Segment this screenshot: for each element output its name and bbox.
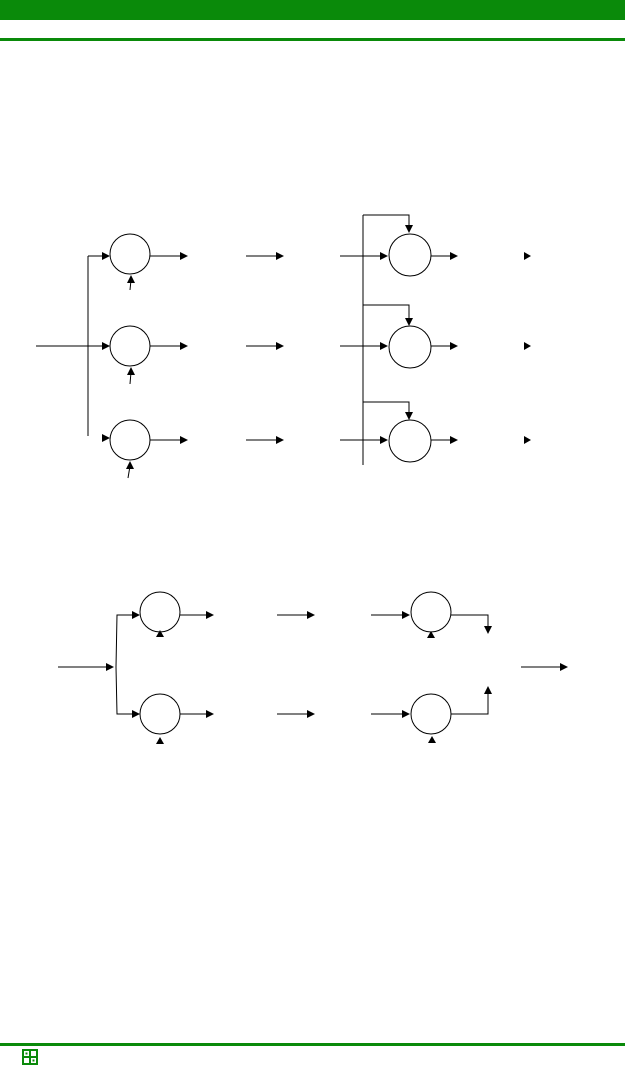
- arrowhead: [484, 686, 492, 694]
- arrowhead: [276, 252, 284, 260]
- arrowhead: [484, 626, 492, 634]
- arrowhead: [106, 663, 114, 671]
- arrowhead: [380, 252, 388, 260]
- arrowhead: [405, 318, 413, 326]
- header-rule: [0, 38, 625, 41]
- arrowhead: [450, 436, 458, 444]
- lower-split-top: [115, 614, 134, 668]
- arrowhead: [102, 252, 110, 260]
- arrowhead: [307, 710, 315, 718]
- arrowhead: [428, 736, 436, 743]
- arrowhead: [450, 252, 458, 260]
- lower-split-bottom: [115, 666, 134, 715]
- arrowhead: [127, 275, 135, 283]
- upper-right-top-feed-2: [363, 304, 410, 320]
- footer-rule: [0, 1043, 625, 1046]
- arrowhead: [102, 434, 110, 442]
- lower-right-node-1: [410, 591, 452, 633]
- arrowhead: [405, 225, 413, 233]
- lower-left-node-2: [139, 693, 181, 735]
- upper-left-node-2: [109, 325, 151, 367]
- lower-right-node-2: [410, 693, 452, 735]
- upper-left-node-1: [109, 233, 151, 275]
- arrowhead: [450, 342, 458, 350]
- logo-icon: [22, 1049, 38, 1065]
- upper-right-top-feed-1: [363, 214, 410, 227]
- arrowhead: [132, 710, 140, 718]
- upper-left-node-3: [109, 419, 151, 461]
- arrowhead: [380, 342, 388, 350]
- arrowhead: [156, 737, 164, 744]
- arrowhead: [276, 436, 284, 444]
- arrowhead: [206, 710, 214, 718]
- arrowhead: [156, 630, 164, 637]
- upper-right-node-2: [388, 325, 432, 369]
- arrowhead: [402, 611, 410, 619]
- lower-right-output-2: [451, 693, 489, 715]
- arrowhead: [180, 252, 188, 260]
- upper-right-top-feed-3: [363, 401, 410, 414]
- arrowhead: [102, 342, 110, 350]
- upper-right-node-3: [388, 419, 432, 463]
- arrowhead: [524, 436, 531, 444]
- arrowhead: [126, 461, 134, 469]
- arrowhead: [180, 436, 188, 444]
- header-bar: [0, 0, 625, 20]
- arrowhead: [524, 252, 531, 260]
- arrowhead: [560, 663, 568, 671]
- lower-left-node-1: [139, 591, 181, 633]
- arrowhead: [405, 412, 413, 420]
- arrowhead: [180, 342, 188, 350]
- arrowhead: [206, 611, 214, 619]
- upper-right-node-1: [388, 233, 432, 277]
- arrowhead: [127, 367, 135, 375]
- arrowhead: [402, 710, 410, 718]
- arrowhead: [132, 611, 140, 619]
- arrowhead: [380, 436, 388, 444]
- upper-diagram: [36, 214, 531, 479]
- lower-right-output-1: [451, 614, 489, 628]
- arrowhead: [524, 342, 531, 350]
- arrowhead: [427, 631, 435, 638]
- lower-diagram: [58, 591, 568, 744]
- arrowhead: [276, 342, 284, 350]
- arrowhead: [307, 611, 315, 619]
